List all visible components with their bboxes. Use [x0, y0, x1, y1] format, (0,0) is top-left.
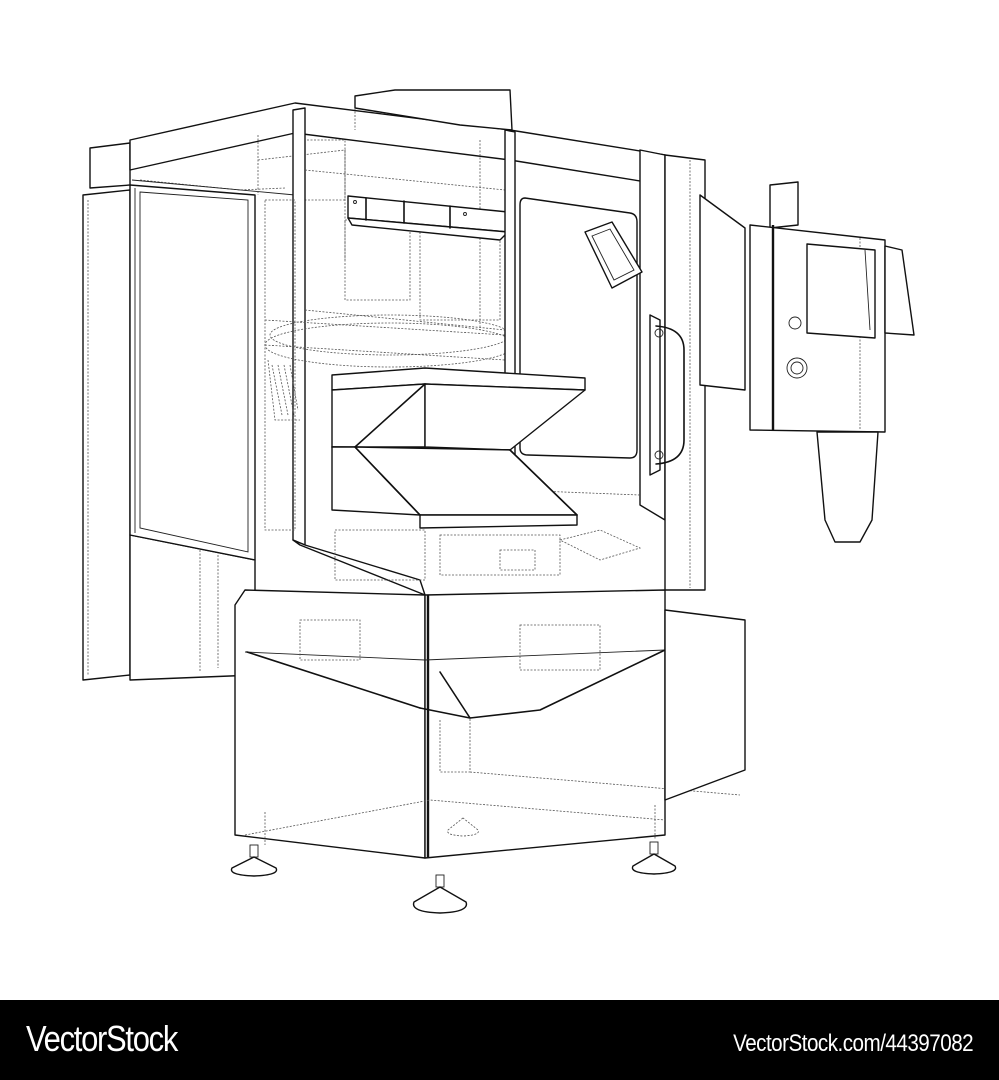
left-door — [129, 184, 256, 561]
spindle-bracket — [347, 195, 509, 241]
window-device — [584, 221, 643, 289]
watermark-bar: VectorStock VectorStock.com/44397082 — [0, 1000, 999, 1080]
base-cabinet — [234, 589, 746, 859]
watermark-reference: VectorStock.com/44397082 — [732, 1030, 974, 1057]
center-pillar — [292, 107, 426, 596]
control-panel — [699, 181, 915, 543]
machine-illustration — [82, 89, 915, 914]
interior-structure — [264, 140, 516, 531]
watermark-brand: VectorStock — [26, 1018, 178, 1059]
lower-mechanism — [334, 529, 642, 581]
chip-tray — [331, 367, 586, 529]
control-screen — [806, 243, 876, 339]
machine-roof — [89, 89, 666, 201]
door-handle — [649, 314, 685, 476]
leveling-feet — [230, 817, 677, 914]
